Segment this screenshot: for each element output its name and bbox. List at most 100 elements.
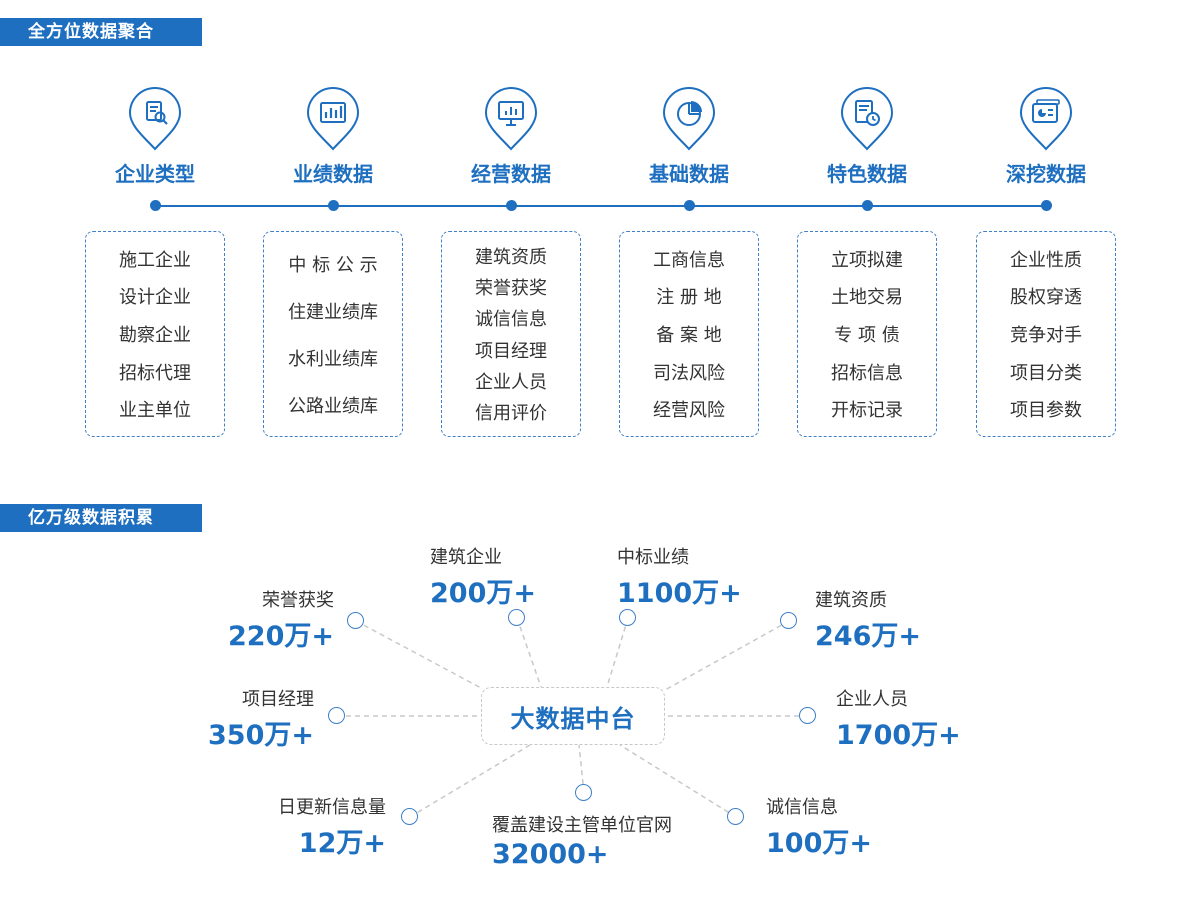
category-item: 中 标 公 示 <box>288 254 378 276</box>
category-item: 司法风险 <box>653 362 725 384</box>
category-title: 业绩数据 <box>293 162 373 186</box>
section-title-accumulation: 亿万级数据积累 <box>0 504 202 532</box>
stat-node-circle <box>575 784 592 801</box>
category-4: 基础数据 <box>619 86 759 187</box>
timeline-dot <box>861 200 873 211</box>
stat-label: 诚信信息 <box>766 797 838 818</box>
hub-link-line <box>606 617 629 688</box>
timeline-dot <box>149 200 161 211</box>
category-item: 住建业绩库 <box>288 301 378 323</box>
stat-value: 220万+ <box>228 621 334 652</box>
stat-node-circle <box>508 609 525 626</box>
stat-node: 日更新信息量 12万+ <box>278 793 386 860</box>
category-item: 公路业绩库 <box>288 395 378 417</box>
category-item: 项目经理 <box>475 340 547 362</box>
timeline-dot <box>683 200 695 211</box>
category-title: 特色数据 <box>827 162 907 186</box>
stat-node-circle <box>619 609 636 626</box>
timeline-dot <box>327 200 339 211</box>
category-title: 基础数据 <box>649 162 729 186</box>
stat-value: 32000+ <box>492 839 609 870</box>
stat-label: 日更新信息量 <box>278 797 386 818</box>
category-box: 建筑资质荣誉获奖诚信信息项目经理企业人员信用评价 <box>441 231 581 437</box>
document-clock-icon <box>840 87 894 151</box>
stat-node: 企业人员 1700万+ <box>836 685 961 752</box>
stat-node-circle <box>727 808 744 825</box>
category-6: 深挖数据 <box>976 86 1116 187</box>
category-box: 企业性质股权穿透竞争对手项目分类项目参数 <box>976 231 1116 437</box>
category-item: 业主单位 <box>119 400 191 422</box>
category-item: 注 册 地 <box>656 287 722 309</box>
stat-label: 建筑资质 <box>815 590 887 611</box>
stat-value: 100万+ <box>766 828 872 859</box>
stat-node: 中标业绩 1100万+ <box>617 543 742 610</box>
section-title-aggregation: 全方位数据聚合 <box>0 18 202 46</box>
category-item: 招标信息 <box>831 362 903 384</box>
stat-node-circle <box>401 808 418 825</box>
category-5: 特色数据 <box>797 86 937 187</box>
category-item: 荣誉获奖 <box>475 277 547 299</box>
stat-node-circle <box>799 707 816 724</box>
timeline-dot <box>1040 200 1052 211</box>
stat-label: 项目经理 <box>242 689 314 710</box>
category-item: 项目分类 <box>1010 362 1082 384</box>
stat-value: 1100万+ <box>617 578 742 609</box>
stat-label: 中标业绩 <box>617 547 689 568</box>
stat-node-circle <box>780 612 797 629</box>
category-item: 股权穿透 <box>1010 287 1082 309</box>
category-item: 企业性质 <box>1010 249 1082 271</box>
stat-value: 350万+ <box>208 720 314 751</box>
category-item: 诚信信息 <box>475 309 547 331</box>
category-item: 竞争对手 <box>1010 324 1082 346</box>
stat-node-circle <box>328 707 345 724</box>
category-item: 水利业绩库 <box>288 348 378 370</box>
stat-value: 12万+ <box>298 828 386 859</box>
timeline-line <box>155 205 1046 207</box>
category-item: 设计企业 <box>119 287 191 309</box>
category-item: 项目参数 <box>1010 400 1082 422</box>
stat-label: 企业人员 <box>836 689 908 710</box>
stat-value: 1700万+ <box>836 720 961 751</box>
stat-node: 覆盖建设主管单位官网 32000+ <box>492 811 672 870</box>
stat-node: 诚信信息 100万+ <box>766 793 872 860</box>
timeline-dot <box>505 200 517 211</box>
category-box: 立项拟建土地交易专 项 债招标信息开标记录 <box>797 231 937 437</box>
category-3: 经营数据 <box>441 86 581 187</box>
category-item: 招标代理 <box>119 362 191 384</box>
category-item: 勘察企业 <box>119 324 191 346</box>
hub-link-line <box>664 620 790 691</box>
stat-node: 建筑企业 200万+ <box>430 543 536 610</box>
category-item: 专 项 债 <box>834 324 900 346</box>
category-item: 开标记录 <box>831 400 903 422</box>
category-item: 经营风险 <box>653 400 725 422</box>
category-1: 企业类型 <box>85 86 225 187</box>
category-box: 工商信息注 册 地备 案 地司法风险经营风险 <box>619 231 759 437</box>
category-item: 企业人员 <box>475 371 547 393</box>
stat-label: 建筑企业 <box>430 547 502 568</box>
category-2: 业绩数据 <box>263 86 403 187</box>
hub-node: 大数据中台 <box>481 687 665 745</box>
hub-link-line <box>409 744 531 818</box>
stat-label: 荣誉获奖 <box>262 590 334 611</box>
category-box: 中 标 公 示住建业绩库水利业绩库公路业绩库 <box>263 231 403 437</box>
hub-link-line <box>578 744 585 794</box>
bar-chart-icon <box>306 87 360 151</box>
hub-link-line <box>619 744 737 818</box>
category-item: 立项拟建 <box>831 249 903 271</box>
category-item: 工商信息 <box>653 249 725 271</box>
presentation-icon <box>484 87 538 151</box>
stat-label: 覆盖建设主管单位官网 <box>492 815 672 836</box>
category-title: 深挖数据 <box>1006 162 1086 186</box>
category-item: 施工企业 <box>119 249 191 271</box>
stat-value: 200万+ <box>430 578 536 609</box>
stat-node-circle <box>347 612 364 629</box>
hub-link-line <box>355 620 482 689</box>
category-box: 施工企业设计企业勘察企业招标代理业主单位 <box>85 231 225 437</box>
category-title: 经营数据 <box>471 162 551 186</box>
hub-link-line <box>516 617 542 688</box>
category-item: 建筑资质 <box>475 246 547 268</box>
pie-chart-icon <box>662 87 716 151</box>
stat-node: 荣誉获奖 220万+ <box>228 586 334 653</box>
